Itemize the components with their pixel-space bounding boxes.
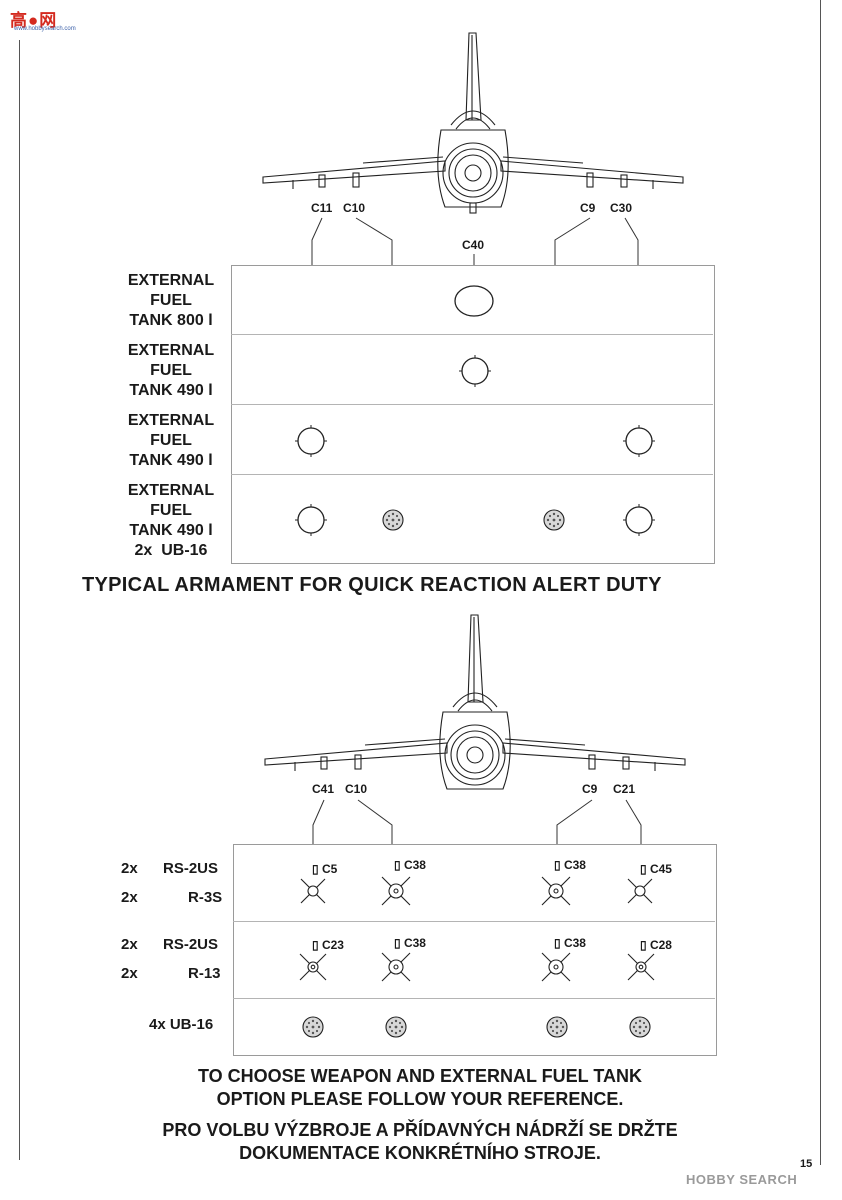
note-line-3: PRO VOLBU VÝZBROJE A PŘÍDAVNÝCH NÁDRŽÍ S… (162, 1120, 678, 1140)
table2-row-divider (233, 921, 715, 922)
part-label-c5: C5 (321, 862, 338, 876)
table1-row-divider (231, 474, 713, 475)
part-marker-c38: ▯ C38 (554, 858, 586, 872)
fuel-tank-icon (295, 504, 327, 536)
note-line-2: OPTION PLEASE FOLLOW YOUR REFERENCE. (216, 1089, 624, 1109)
row-label-tank800: EXTERNAL FUEL TANK 800 l (127, 272, 215, 329)
aircraft-front-view-icon (264, 614, 686, 790)
rocket-pod-icon (546, 1016, 568, 1038)
missile-icon (381, 952, 411, 982)
part-marker-c45: ▯ C45 (640, 862, 672, 876)
table1-row-divider (231, 404, 713, 405)
part-marker-c38: ▯ C38 (394, 858, 426, 872)
fuel-tank-icon (454, 285, 494, 317)
rocket-pod-icon (629, 1016, 651, 1038)
row-label-tank490-ub16: EXTERNAL FUEL TANK 490 l 2x UB-16 (127, 482, 215, 559)
aircraft-front-view-icon (262, 32, 684, 214)
note-line-4: DOKUMENTACE KONKRÉTNÍHO STROJE. (239, 1143, 601, 1163)
callout-c10: C10 (345, 782, 368, 796)
rocket-pod-icon (543, 509, 565, 531)
callout-c9: C9 (582, 782, 598, 796)
rocket-pod-icon (382, 509, 404, 531)
callout-c41: C41 (312, 782, 335, 796)
logo-url: www.hobbysearch.com (14, 26, 76, 32)
note-line-1: TO CHOOSE WEAPON AND EXTERNAL FUEL TANK (197, 1066, 643, 1086)
missile-icon (300, 878, 326, 904)
fuel-tank-icon (459, 355, 491, 387)
row-label-tank490-wing: EXTERNAL FUEL TANK 490 l (127, 412, 215, 469)
armament-table-2 (233, 844, 717, 1056)
callout-c11: C11 (311, 201, 333, 215)
callout-c40: C40 (462, 238, 485, 252)
row-label-r3s: R-3S (188, 889, 223, 906)
part-label-c38: C38 (403, 858, 426, 872)
armament-table-1 (231, 265, 715, 564)
part-label-c23: C23 (321, 938, 344, 952)
table1-row-divider (231, 334, 713, 335)
rocket-pod-icon (302, 1016, 324, 1038)
row-label-rs2us: RS-2US (163, 860, 219, 877)
part-label-c38: C38 (403, 936, 426, 950)
part-marker-c23: ▯ C23 (312, 938, 344, 952)
logo-text: 高●网 (10, 11, 58, 30)
page-frame-right (820, 0, 821, 1165)
callout-c9: C9 (580, 201, 596, 215)
missile-icon (541, 876, 571, 906)
rocket-pod-icon (385, 1016, 407, 1038)
fuel-tank-icon (623, 425, 655, 457)
part-label-c38: C38 (563, 858, 586, 872)
row-qty-r3s: 2x (121, 889, 138, 906)
part-label-c28: C28 (649, 938, 672, 952)
site-logo: 高●网 www.hobbysearch.com (8, 6, 76, 34)
part-marker-c28: ▯ C28 (640, 938, 672, 952)
missile-icon (381, 876, 411, 906)
page-number: 15 (800, 1158, 813, 1170)
row-label-rs2us: RS-2US (163, 936, 219, 953)
fuel-tank-icon (295, 425, 327, 457)
page-frame-left (19, 40, 20, 1160)
missile-icon (541, 952, 571, 982)
missile-icon (299, 953, 327, 981)
row-label-tank490-center: EXTERNAL FUEL TANK 490 l (127, 342, 215, 399)
watermark: HOBBY SEARCH (686, 1172, 798, 1187)
part-label-c38: C38 (563, 936, 586, 950)
row-qty-rs2us: 2x (121, 936, 138, 953)
missile-icon (627, 953, 655, 981)
callout-c30: C30 (610, 201, 633, 215)
callout-c21: C21 (613, 782, 636, 796)
row-qty-r13: 2x (121, 965, 138, 982)
part-marker-c5: ▯ C5 (312, 862, 338, 876)
table2-row-divider (233, 998, 715, 999)
missile-icon (627, 878, 653, 904)
callout-c10: C10 (343, 201, 366, 215)
row-qty-rs2us: 2x (121, 860, 138, 877)
row-label-r13: R-13 (188, 965, 221, 982)
part-marker-c38: ▯ C38 (394, 936, 426, 950)
part-label-c45: C45 (649, 862, 672, 876)
fuel-tank-icon (623, 504, 655, 536)
row-label-ub16: 4x UB-16 (149, 1016, 214, 1033)
part-marker-c38: ▯ C38 (554, 936, 586, 950)
section-heading-qra: TYPICAL ARMAMENT FOR QUICK REACTION ALER… (82, 574, 662, 596)
